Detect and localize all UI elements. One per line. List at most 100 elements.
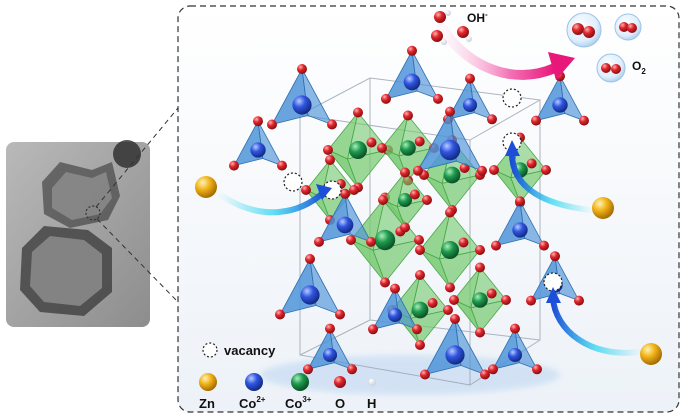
oer-arrow-head [548,52,575,80]
spinel-crystal [229,45,589,380]
tem-image [6,140,150,327]
legend-zn-label: Zn [199,396,215,411]
co2-atom [292,95,312,115]
vacancy-site [283,172,303,192]
hydroxide-molecules [431,10,472,45]
oxygen-atom [489,165,499,175]
oxygen-atom [475,262,485,273]
oxygen-atom [415,270,425,280]
legend-co2-swatch [245,373,263,391]
legend-h-label: H [367,396,376,411]
co3-atom [411,301,429,319]
oxygen-atom [390,283,400,294]
co2-atom [462,97,478,113]
oxygen-atom [415,340,425,350]
co2-atom [507,347,523,363]
legend-o-label: O [335,396,345,411]
oxygen-atom [377,143,387,153]
oxygen-atom [445,207,455,218]
oxygen-atom [501,295,511,305]
octahedron-face [470,299,508,334]
vacancy-site [502,88,522,108]
oxygen-atom [458,237,469,248]
oxygen-atom [253,116,263,127]
oxygen-atom [314,236,324,247]
legend: vacancy Zn Co2+ Co3+ O H [199,342,377,411]
oxygen-atom [413,165,423,176]
oxygen-atom [465,73,475,84]
oxygen-atom [368,324,378,335]
oxygen-atom [443,305,453,315]
legend-zn-swatch [199,373,217,391]
co3-atom [400,140,416,156]
oxygen-atom [531,115,541,126]
oxygen-atom [303,364,313,375]
oh-label: OH- [467,10,488,25]
co3-atom [349,141,367,159]
oxygen-atom [229,160,239,171]
oxygen-atom [346,235,356,245]
co2-atom [403,73,421,91]
oxygen-atom [327,119,337,130]
oxygen-atom [422,195,432,205]
legend-co3-swatch [291,373,309,391]
oxygen-atom [323,145,333,155]
co2-atom [512,222,528,238]
zn-atom-left [195,176,217,198]
oxygen-atom [550,251,560,262]
oxygen-atom [340,188,350,199]
co2-atom [322,347,338,363]
legend-vacancy-swatch [202,342,218,358]
vacancy-site [543,272,563,292]
co2-atom [552,97,568,113]
oxygen-atom [450,314,460,324]
oxygen-atom [510,323,520,334]
oxygen-atom [305,254,315,264]
co2-atom [387,307,403,323]
oxygen-bubbles [566,12,642,83]
zn-arrow-bottom [546,287,641,356]
oxygen-atom [526,295,536,306]
tem-zoom-circle [85,205,101,221]
oxygen-atom [380,277,390,288]
octahedron-face [438,249,482,289]
oxygen-atom [407,45,417,56]
oxygen-atom [335,309,345,320]
co3-atom [472,292,488,308]
zoom-line-top [95,107,179,208]
legend-co3-label: Co3+ [285,395,312,411]
co2-atom [439,139,461,161]
oxygen-atom [381,93,391,104]
zn-arrow-right [505,140,593,213]
o2-label: O2 [632,59,646,76]
co2-atom [250,142,266,158]
oxygen-atom [445,106,455,117]
oxygen-atom [400,222,410,233]
oxygen-atom [515,196,525,207]
oxygen-atom [475,245,485,255]
oxygen-atom [574,295,584,306]
oxygen-atom [526,158,537,169]
oxygen-atom [445,282,455,293]
oxygen-atom [325,155,335,165]
oxygen-atom [449,295,459,305]
oxygen-atom [433,93,443,104]
oxygen-atom [491,240,501,251]
oxygen-atom [579,115,589,126]
octahedron-face [441,174,482,211]
oxygen-atom [486,288,497,299]
oxygen-atom [420,369,430,380]
legend-h-swatch [367,377,377,387]
zn-atom-bottom [640,343,662,365]
zoom-line-bottom [96,218,179,303]
octahedron-face [346,149,390,189]
oxygen-atom [275,309,285,320]
oxygen-atom [412,324,422,335]
legend-co2-label: Co2+ [239,395,266,411]
oxygen-atom [409,189,420,200]
co2-atom [300,285,320,305]
oxygen-atom [414,235,424,245]
oxygen-atom [487,114,497,125]
co3-atom [398,193,412,207]
oxygen-atom [475,327,485,338]
